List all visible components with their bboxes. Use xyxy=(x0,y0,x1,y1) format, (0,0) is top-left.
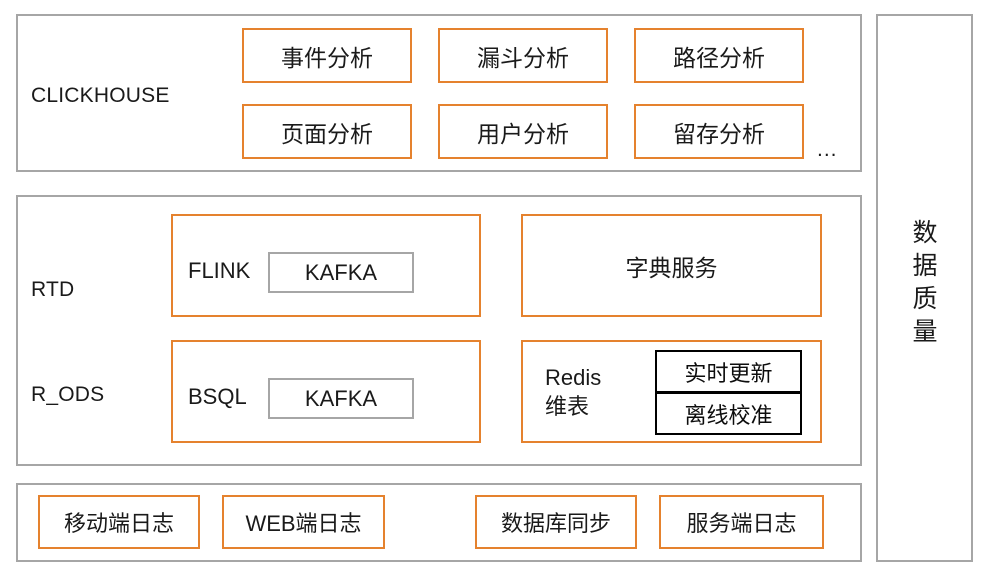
data-quality-char-3: 质 xyxy=(912,285,938,313)
dictionary-service-box[interactable]: 字典服务 xyxy=(521,214,822,317)
redis-label-line2: 维表 xyxy=(545,394,590,419)
data-quality-label: 数 据 质 量 xyxy=(905,217,945,349)
analysis-box-event[interactable]: 事件分析 xyxy=(242,28,412,83)
layer-label-rtd: RTD xyxy=(31,278,75,301)
redis-item-realtime-update[interactable]: 实时更新 xyxy=(655,350,802,393)
analysis-more-ellipsis: ... xyxy=(817,138,838,161)
data-quality-char-1: 数 xyxy=(912,219,938,247)
redis-item-offline-calibration[interactable]: 离线校准 xyxy=(655,392,802,435)
layer-label-clickhouse: CLICKHOUSE xyxy=(31,84,170,107)
rods-queue-box[interactable]: KAFKA xyxy=(268,378,414,419)
source-box-mobile-log[interactable]: 移动端日志 xyxy=(38,495,200,549)
rtd-engine-label: FLINK xyxy=(188,258,251,283)
analysis-box-path[interactable]: 路径分析 xyxy=(634,28,804,83)
redis-label-line1: Redis xyxy=(545,365,602,390)
data-quality-char-4: 量 xyxy=(912,318,938,346)
source-box-server-log[interactable]: 服务端日志 xyxy=(659,495,824,549)
analysis-box-funnel[interactable]: 漏斗分析 xyxy=(438,28,608,83)
source-box-database-sync[interactable]: 数据库同步 xyxy=(475,495,637,549)
panel-data-quality xyxy=(876,14,973,562)
analysis-box-user[interactable]: 用户分析 xyxy=(438,104,608,159)
rods-engine-label: BSQL xyxy=(188,384,247,409)
data-quality-char-2: 据 xyxy=(912,252,938,280)
analysis-box-page[interactable]: 页面分析 xyxy=(242,104,412,159)
layer-label-rods: R_ODS xyxy=(31,383,105,406)
rtd-queue-box[interactable]: KAFKA xyxy=(268,252,414,293)
analysis-box-retention[interactable]: 留存分析 xyxy=(634,104,804,159)
source-box-web-log[interactable]: WEB端日志 xyxy=(222,495,385,549)
